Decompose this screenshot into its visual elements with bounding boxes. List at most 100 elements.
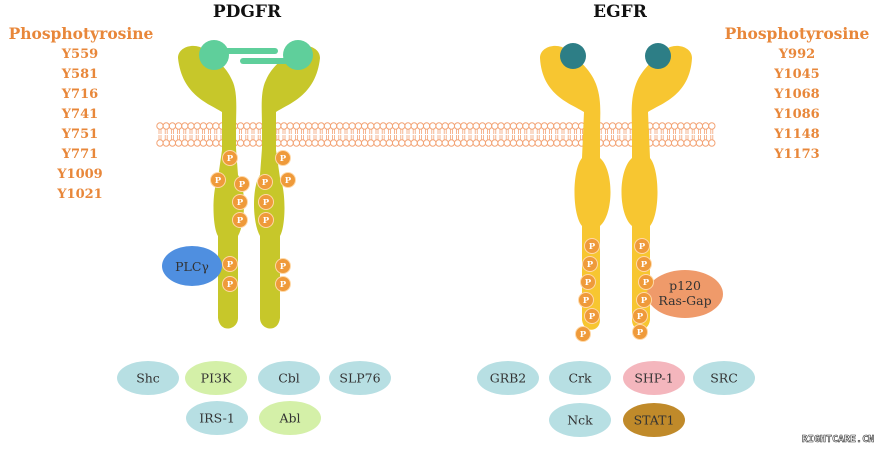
lipid-head-outer — [553, 122, 561, 130]
partner-ellipse — [329, 361, 391, 395]
phosphate-group-icon — [222, 256, 238, 272]
lipid-head-inner — [174, 139, 183, 147]
lipid-head-outer — [683, 122, 691, 130]
egfr-phosphotyrosine-title: Phosphotyrosine — [725, 24, 870, 43]
lipid-head-outer — [379, 122, 387, 130]
lipid-head-inner — [205, 139, 214, 147]
lipid-head-outer — [447, 122, 456, 130]
phosphate-label: P — [580, 330, 587, 340]
cell-membrane — [156, 122, 716, 147]
egfr-partner-crk: Crk — [549, 361, 611, 395]
lipid-head-outer — [453, 122, 462, 130]
phosphate-label: P — [263, 216, 270, 226]
pdgfr-site-y581: Y581 — [61, 67, 98, 82]
plc-gamma-ellipse — [162, 246, 222, 286]
pdgfr-site-y1021: Y1021 — [56, 187, 102, 202]
egfr-partner-stat1: STAT1 — [623, 403, 685, 437]
lipid-head-inner — [652, 139, 660, 147]
phosphate-group-icon — [580, 274, 596, 290]
phosphate-group-icon — [632, 308, 648, 324]
lipid-head-inner — [422, 139, 431, 147]
phosphate-group-icon — [234, 176, 250, 192]
lipid-head-outer — [199, 122, 208, 130]
phosphate-label: P — [641, 296, 648, 306]
phosphate-group-icon — [257, 174, 273, 190]
lipid-head-inner — [484, 139, 493, 147]
lipid-head-outer — [187, 122, 195, 130]
lipid-head-outer — [621, 122, 629, 130]
phosphate-group-icon — [280, 172, 296, 188]
lipid-head-outer — [664, 122, 673, 130]
lipid-head-outer — [385, 122, 394, 130]
phosphate-label: P — [263, 198, 270, 208]
phosphate-group-icon — [582, 256, 598, 272]
phosphate-label: P — [587, 260, 594, 270]
lipid-head-outer — [534, 122, 542, 130]
partner-ellipse — [623, 361, 685, 395]
lipid-head-outer — [435, 122, 443, 130]
lipid-head-inner — [236, 139, 245, 147]
lipid-head-outer — [360, 122, 369, 130]
lipid-head-outer — [398, 122, 406, 130]
lipid-head-inner — [472, 139, 480, 147]
partner-label: SLP76 — [339, 371, 380, 386]
egfr-ligand-right — [645, 43, 671, 69]
lipid-head-outer — [205, 122, 214, 130]
lipid-head-outer — [286, 122, 294, 130]
phosphate-label: P — [637, 312, 644, 322]
phosphate-label: P — [262, 178, 269, 188]
pdgfr-ligand-bridge-top — [222, 48, 278, 54]
lipid-head-inner — [478, 139, 487, 147]
egfr-site-y1148: Y1148 — [773, 127, 819, 142]
pdgfr-title: PDGFR — [213, 2, 282, 22]
phosphate-label: P — [280, 262, 287, 272]
lipid-head-outer — [181, 122, 189, 130]
phosphate-label: P — [280, 154, 287, 164]
lipid-head-outer — [323, 122, 332, 130]
lipid-head-outer — [212, 122, 220, 130]
egfr-left-chain — [540, 45, 611, 330]
lipid-head-inner — [534, 139, 542, 147]
lipid-head-outer — [174, 122, 183, 130]
lipid-head-outer — [658, 122, 666, 130]
lipid-head-outer — [255, 122, 263, 130]
lipid-head-inner — [255, 139, 263, 147]
lipid-head-inner — [336, 139, 344, 147]
phosphate-group-icon — [584, 308, 600, 324]
pdgfr-ligand-right — [283, 40, 313, 70]
lipid-head-outer — [701, 122, 710, 130]
partner-ellipse — [259, 401, 321, 435]
lipid-head-outer — [565, 122, 573, 130]
lipid-head-inner — [373, 139, 381, 147]
phosphate-label: P — [285, 176, 292, 186]
partner-ellipse — [117, 361, 179, 395]
phosphate-group-icon — [232, 212, 248, 228]
phosphate-group-icon — [232, 194, 248, 210]
lipid-head-inner — [571, 139, 580, 147]
lipid-head-outer — [466, 122, 474, 130]
phosphate-label: P — [637, 328, 644, 338]
lipid-head-outer — [336, 122, 344, 130]
pdgfr-ligand-left — [199, 40, 229, 70]
p120-rasgap-label-line2: Ras-Gap — [658, 293, 711, 308]
egfr-site-y1068: Y1068 — [773, 87, 819, 102]
lipid-head-inner — [621, 139, 629, 147]
phosphate-label: P — [639, 242, 646, 252]
lipid-head-outer — [528, 122, 536, 130]
phosphate-group-icon — [634, 238, 650, 254]
partner-label: Abl — [278, 411, 300, 426]
lipid-head-inner — [515, 139, 524, 147]
lipid-head-outer — [298, 122, 307, 130]
partner-ellipse — [623, 403, 685, 437]
partner-label: SHP-1 — [634, 371, 673, 386]
lipid-head-outer — [652, 122, 660, 130]
phosphate-group-icon — [636, 256, 652, 272]
lipid-head-inner — [441, 139, 449, 147]
lipid-head-outer — [193, 122, 201, 130]
lipid-head-outer — [608, 122, 617, 130]
lipid-head-inner — [360, 139, 369, 147]
lipid-head-inner — [708, 139, 716, 147]
